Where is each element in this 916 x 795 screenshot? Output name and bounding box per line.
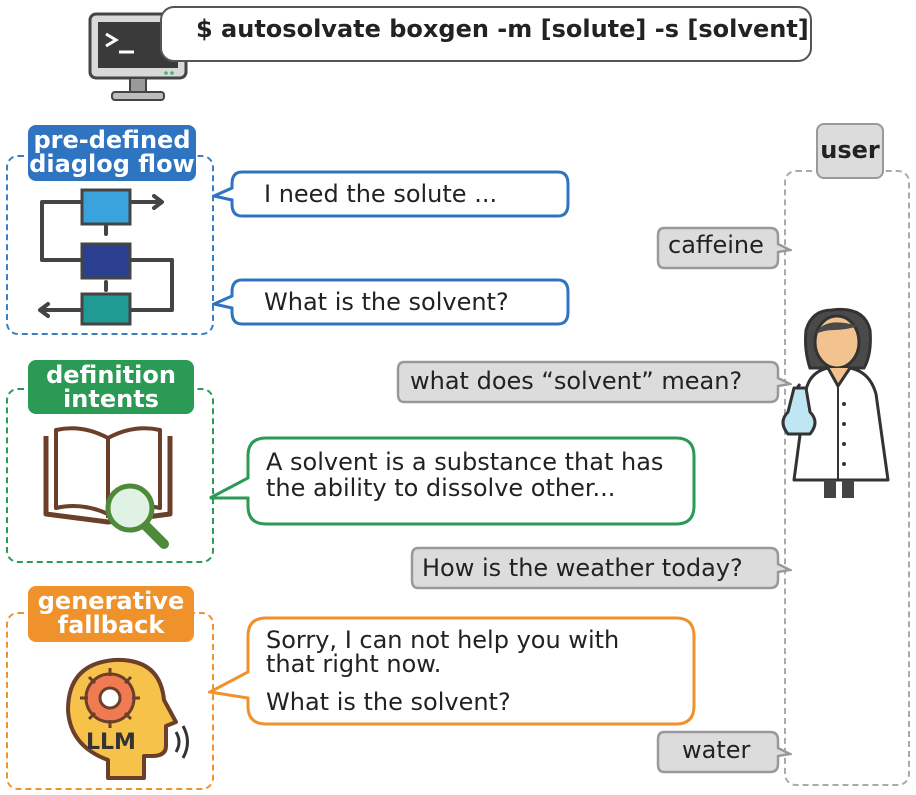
llm-head-icon xyxy=(66,657,189,780)
command-text: $ autosolvate boxgen -m [solute] -s [sol… xyxy=(196,15,809,43)
user-message-caffeine: caffeine xyxy=(668,231,764,259)
book-magnifier-icon xyxy=(43,426,173,549)
dialog-flow-tag: pre-defined diaglog flow xyxy=(28,125,196,181)
scientist-icon xyxy=(781,307,890,498)
bot-message-solute: I need the solute ... xyxy=(264,180,498,208)
bot-message-fallback-line2: that right now. xyxy=(266,650,442,678)
dialog-flow-tag-line2: diaglog flow xyxy=(29,150,195,178)
user-message-water: water xyxy=(682,736,751,764)
bot-message-fallback-line1: Sorry, I can not help you with xyxy=(266,626,620,654)
bot-message-definition-line2: the ability to dissolve other... xyxy=(266,474,616,502)
bubble-water xyxy=(656,730,792,774)
bubble-caffeine xyxy=(656,226,792,270)
bubble-weather xyxy=(410,546,792,590)
bubble-what-solvent xyxy=(396,360,792,404)
fallback-tag: generative fallback xyxy=(28,586,194,642)
command-box xyxy=(160,6,812,62)
user-tag: user xyxy=(816,123,884,179)
user-message-weather: How is the weather today? xyxy=(422,554,743,582)
bubble-fallback xyxy=(208,616,696,726)
bot-message-fallback-line3: What is the solvent? xyxy=(266,688,511,716)
dialog-flow-tag-line1: pre-defined xyxy=(33,126,191,154)
bot-message-solvent-q1: What is the solvent? xyxy=(264,288,509,316)
bubble-solvent-q1 xyxy=(212,278,570,326)
fallback-tag-line2: fallback xyxy=(57,611,165,639)
llm-label: LLM xyxy=(86,730,136,755)
definition-tag-line2: intents xyxy=(63,385,159,413)
bubble-solute xyxy=(212,170,570,218)
fallback-tag-line1: generative xyxy=(37,587,185,615)
bubble-definition xyxy=(209,436,696,526)
user-message-what-solvent: what does “solvent” mean? xyxy=(410,367,743,395)
bot-message-definition-line1: A solvent is a substance that has xyxy=(266,448,664,476)
definition-tag-line1: definition xyxy=(46,361,176,389)
definition-tag: definition intents xyxy=(28,360,194,414)
flowchart-icon xyxy=(38,188,174,326)
